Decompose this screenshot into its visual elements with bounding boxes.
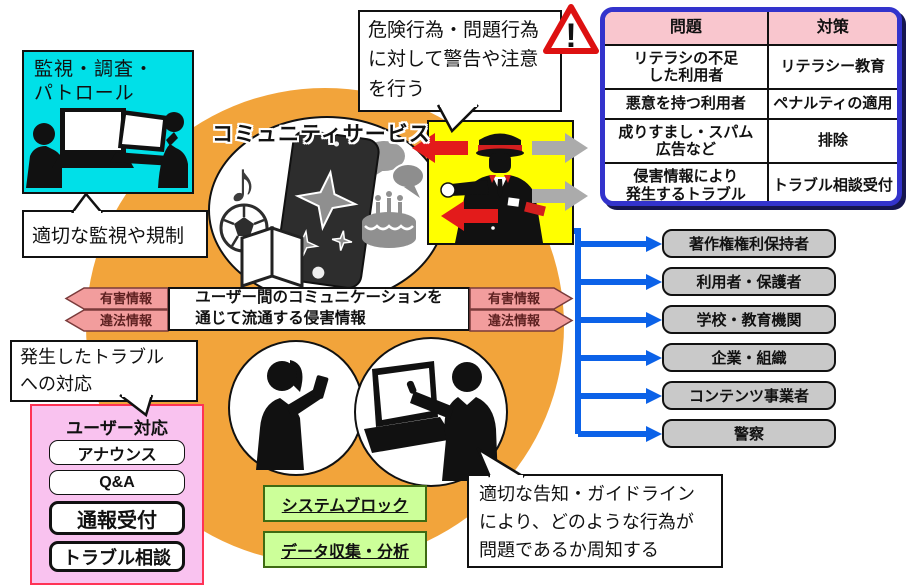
data-analysis-box: データ収集・分析 xyxy=(263,531,427,568)
problem-cell: 侵害情報により 発生するトラブル xyxy=(605,162,769,201)
guard-box xyxy=(427,120,574,245)
arrowhead-icons xyxy=(646,236,662,442)
trouble-response-bubble: 発生したトラブル への対応 xyxy=(10,340,198,402)
trouble-consult-box: トラブル相談 xyxy=(49,541,185,572)
glove-icon xyxy=(440,182,456,198)
stakeholder-companies: 企業・組織 xyxy=(662,343,836,372)
speech-tail xyxy=(70,192,103,213)
birthday-cake-icon xyxy=(362,191,416,248)
stakeholder-schools: 学校・教育機関 xyxy=(662,305,836,334)
harmful-info-label: 有害情報 xyxy=(488,291,541,306)
gray-arrow-right-icon xyxy=(532,133,588,211)
band-center-text: ユーザー間のコミュニケーションを 通じて流通する侵害情報 xyxy=(168,287,470,331)
guard-silhouette-icon xyxy=(440,133,546,243)
guard-warning-arrows xyxy=(412,133,588,231)
speech-tail xyxy=(119,393,154,417)
media-collage-icon: ♪ xyxy=(219,129,425,289)
measure-cell: 排除 xyxy=(766,118,897,164)
qa-box: Q&A xyxy=(49,470,185,495)
problem-cell: リテラシの不足 した利用者 xyxy=(605,44,769,90)
thumb-up-icon xyxy=(406,380,417,394)
speech-tail xyxy=(476,447,525,479)
table-header-measure: 対策 xyxy=(766,12,897,46)
measure-cell: リテラシー教育 xyxy=(766,44,897,90)
phone-icon xyxy=(311,375,329,399)
problem-cell: 悪意を持つ利用者 xyxy=(605,88,769,120)
warning-bubble: 危険行為・問題行為 に対して警告や注意 を行う xyxy=(358,10,562,112)
problem-cell: 成りすまし・スパム 広告など xyxy=(605,118,769,164)
open-book-icon xyxy=(240,225,304,289)
exclamation-triangle-icon: ! xyxy=(543,4,599,55)
table-row: リテラシの不足 した利用者 リテラシー教育 xyxy=(605,44,897,90)
table-header-problem: 問題 xyxy=(605,12,769,46)
report-desk-box: 通報受付 xyxy=(49,501,185,535)
speech-tail xyxy=(436,103,479,133)
table-row: 侵害情報により 発生するトラブル トラブル相談受付 xyxy=(605,162,897,201)
armband-icon xyxy=(524,201,546,217)
exclamation-mark: ! xyxy=(565,17,576,55)
harmful-info-label: 有害情報 xyxy=(100,291,153,306)
man-with-laptop-icon xyxy=(364,361,498,481)
stakeholder-copyright-holders: 著作権権利保持者 xyxy=(662,229,836,258)
measure-cell: トラブル相談受付 xyxy=(766,162,897,201)
user-circle-woman xyxy=(228,340,364,476)
illegal-info-label: 違法情報 xyxy=(100,313,153,328)
stakeholder-content-providers: コンテンツ事業者 xyxy=(662,381,836,410)
blue-connector-arrows xyxy=(552,228,662,442)
user-response-panel: ユーザー対応 アナウンス Q&A 通報受付 トラブル相談 xyxy=(30,404,204,585)
system-block-box: システムブロック xyxy=(263,485,427,522)
woman-with-phone-icon xyxy=(256,360,329,470)
table-row: 成りすまし・スパム 広告など 排除 xyxy=(605,118,897,164)
notice-guideline-bubble: 適切な告知・ガイドライン により、どのような行為が 問題であるか周知する xyxy=(467,474,723,568)
surveillance-bubble: 適切な監視や規制 xyxy=(22,210,208,258)
measure-cell: ペナルティの適用 xyxy=(766,88,897,120)
illegal-info-label: 違法情報 xyxy=(488,313,541,328)
announce-box: アナウンス xyxy=(49,440,185,465)
sparkle-icon xyxy=(294,169,359,231)
red-arrow-left-icon xyxy=(412,133,498,231)
surveillance-box: 監視・調査・ パトロール xyxy=(22,50,194,194)
harmful-info-arrows-left: 有害情報 違法情報 xyxy=(64,287,169,332)
monitoring-people-icon xyxy=(26,108,188,188)
community-service-label: コミュニティサービス xyxy=(212,123,431,146)
stakeholder-users-guardians: 利用者・保護者 xyxy=(662,267,836,296)
problem-measure-table: 問題 対策 リテラシの不足 した利用者 リテラシー教育 悪意を持つ利用者 ペナル… xyxy=(600,7,902,206)
harmful-info-arrows-right: 有害情報 違法情報 xyxy=(469,287,574,332)
user-response-title: ユーザー対応 xyxy=(66,419,168,438)
table-row: 悪意を持つ利用者 ペナルティの適用 xyxy=(605,88,897,120)
stakeholder-police: 警察 xyxy=(662,419,836,448)
surveillance-title: 監視・調査・ パトロール xyxy=(34,59,155,104)
